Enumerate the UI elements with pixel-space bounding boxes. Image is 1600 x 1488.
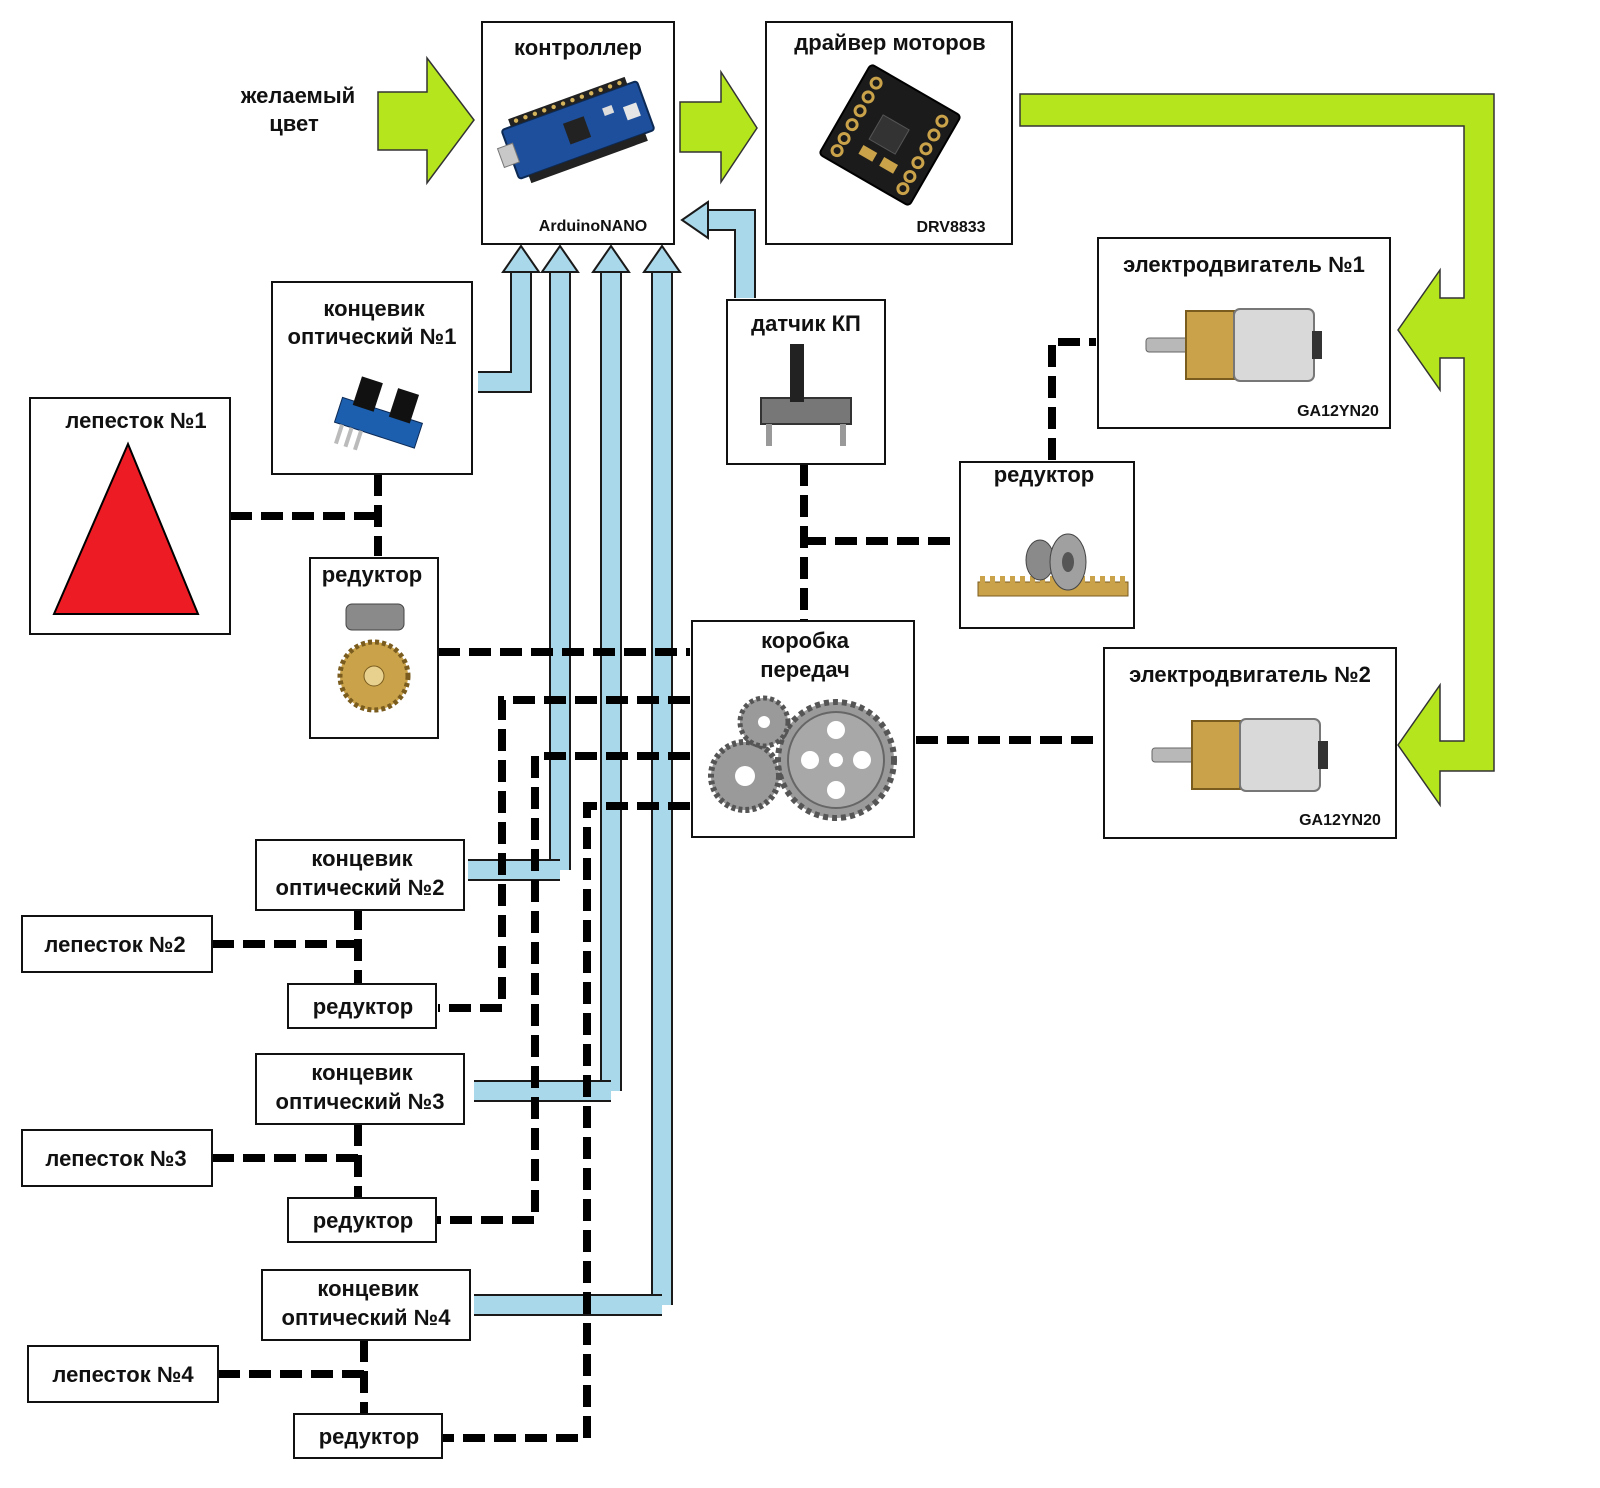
reducer-right-block: редуктор	[959, 461, 1135, 629]
petal4-box	[27, 1345, 219, 1403]
motor2-model: GA12YN20	[1299, 812, 1381, 829]
reducer4-block: редуктор	[293, 1413, 443, 1459]
arrowhead-4	[642, 244, 682, 273]
petal1-title: лепесток №1	[65, 408, 206, 433]
switch3-title-line2: оптический №3	[276, 1089, 445, 1114]
slide-potentiometer-icon	[760, 344, 852, 446]
switch2-box	[255, 839, 465, 911]
arrowhead-3	[591, 244, 631, 273]
arrowhead-1	[501, 244, 541, 273]
driver-to-motors-bus	[1019, 93, 1495, 808]
petal3-title: лепесток №3	[45, 1146, 186, 1171]
reducer-right-title: редуктор	[994, 462, 1095, 487]
switch4-title-line2: оптический №4	[282, 1305, 452, 1330]
switch3-box	[255, 1053, 465, 1125]
switch4-block: концевик оптический №4	[261, 1269, 471, 1341]
switch2-block: концевик оптический №2	[255, 839, 465, 911]
switch2-title-line1: концевик	[311, 846, 413, 871]
petal3-box	[21, 1129, 213, 1187]
worm-gear-icon	[337, 603, 411, 713]
petal2-title: лепесток №2	[44, 932, 185, 957]
arduino-nano-board-icon	[496, 76, 655, 184]
controller-model: ArduinoNANO	[539, 218, 647, 235]
reducer2-title: редуктор	[313, 994, 414, 1019]
gearbox-title-line1: коробка	[761, 628, 850, 653]
power-flow	[377, 55, 1495, 808]
petal4-title: лепесток №4	[52, 1362, 194, 1387]
petal2-box	[21, 915, 213, 973]
motor1-block: электродвигатель №1 GA12YN20	[1097, 237, 1391, 429]
red-triangle-icon	[52, 441, 200, 615]
driver-model: DRV8833	[916, 219, 985, 236]
controller-block: контроллер ArduinoNANO	[481, 21, 675, 245]
desired-color-label-line2: цвет	[269, 111, 319, 136]
switch4-title-line1: концевик	[317, 1276, 419, 1301]
controller-title: контроллер	[514, 35, 642, 60]
gearbox-title-line2: передач	[760, 657, 850, 682]
driver-title: драйвер моторов	[794, 30, 985, 55]
switch2-title-line2: оптический №2	[276, 875, 445, 900]
gearbox-block: коробка передач	[691, 620, 915, 838]
mechanical-links	[212, 338, 1102, 1442]
gear-motor-icon	[1145, 308, 1322, 382]
petal3-block: лепесток №3	[21, 1129, 213, 1187]
desired-color-label-line1: желаемый	[240, 83, 355, 108]
arrowhead-sensor	[680, 200, 709, 240]
switch1-box	[271, 281, 473, 475]
motor2-block: электродвигатель №2 GA12YN20	[1103, 647, 1397, 839]
driver-block: драйвер моторов DRV8833	[765, 21, 1013, 245]
controller-to-driver-arrow	[679, 69, 758, 185]
reducer3-box	[287, 1197, 437, 1243]
reducer4-title: редуктор	[319, 1424, 420, 1449]
petal1-block: лепесток №1	[29, 397, 231, 635]
position-sensor-block: датчик КП	[726, 299, 886, 465]
petal4-block: лепесток №4	[27, 1345, 219, 1403]
switch1-title-line2: оптический №1	[288, 324, 457, 349]
sensor-title: датчик КП	[751, 311, 861, 336]
reducer2-block: редуктор	[287, 983, 437, 1029]
rack-gear-icon	[977, 533, 1129, 597]
reducer3-title: редуктор	[313, 1208, 414, 1233]
reducer2-box	[287, 983, 437, 1029]
sensor-box	[726, 299, 886, 465]
desired-color-arrow	[377, 55, 475, 186]
switch1-block: концевик оптический №1	[271, 281, 473, 475]
reducer1-block: редуктор	[309, 557, 439, 739]
reducer1-title: редуктор	[322, 562, 423, 587]
petal2-block: лепесток №2	[21, 915, 213, 973]
motor1-model: GA12YN20	[1297, 403, 1379, 420]
reducer3-block: редуктор	[287, 1197, 437, 1243]
gear-motor-icon	[1151, 718, 1328, 792]
switch1-title-line1: концевик	[323, 296, 425, 321]
motor2-title: электродвигатель №2	[1129, 662, 1371, 687]
optical-endstop-icon	[333, 376, 424, 451]
switch3-title-line1: концевик	[311, 1060, 413, 1085]
switch3-block: концевик оптический №3	[255, 1053, 465, 1125]
reducer4-box	[293, 1413, 443, 1459]
switch4-box	[261, 1269, 471, 1341]
signal-flow	[468, 200, 756, 1316]
gear-cluster-icon	[708, 695, 897, 821]
motor1-title: электродвигатель №1	[1123, 252, 1365, 277]
arrowhead-2	[540, 244, 580, 273]
drv8833-board-icon	[819, 64, 961, 206]
